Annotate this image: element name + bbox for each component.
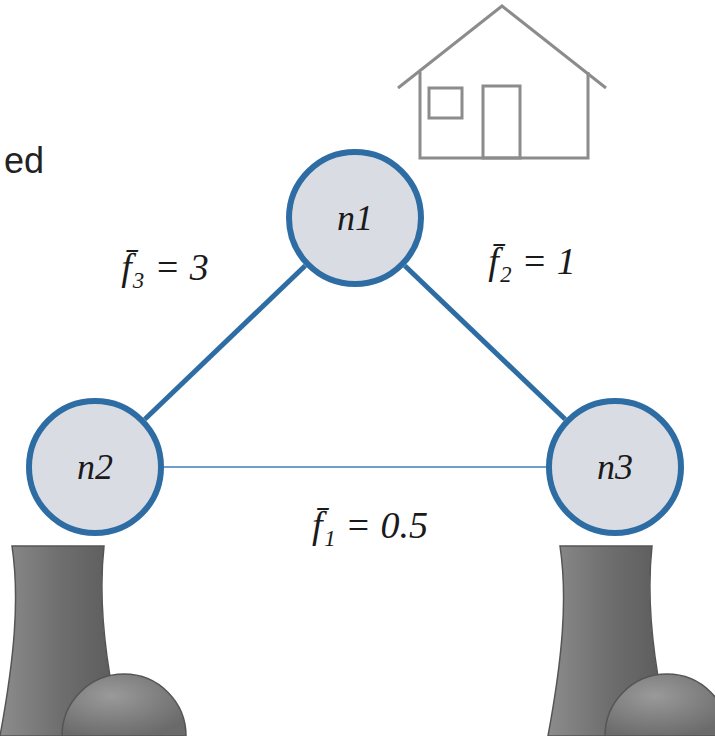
bus-circle: n3 [549, 401, 681, 533]
line-limit-label: f̄₃ = 3 [121, 243, 208, 292]
node-label: n2 [77, 446, 113, 488]
transmission-line [145, 266, 305, 420]
transmission-line [164, 466, 546, 468]
power-plant-icon [0, 546, 186, 736]
house-icon [398, 6, 606, 158]
bus-circle: n1 [289, 152, 421, 284]
line-limit-label: f̄₁ = 0.5 [312, 501, 428, 550]
power-plant-icon [548, 546, 715, 736]
node-label: n1 [337, 197, 373, 239]
transmission-line [405, 266, 565, 420]
line-limit-label: f̄₂ = 1 [488, 237, 575, 286]
node-label: n3 [597, 446, 633, 488]
bus-circle: n2 [29, 401, 161, 533]
cropped-text: ed [4, 140, 44, 182]
